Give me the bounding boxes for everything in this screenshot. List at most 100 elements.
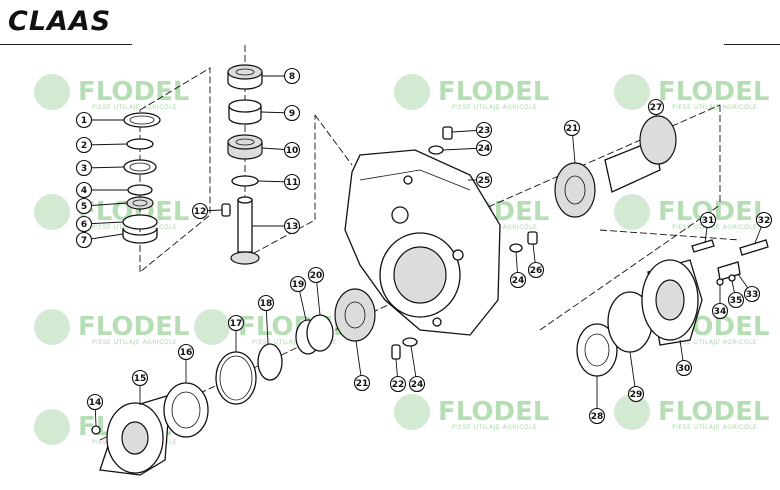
watermark-gear-icon	[614, 74, 650, 110]
callout-circle	[408, 375, 426, 393]
callout-circle	[353, 374, 371, 392]
callout-number: 22	[392, 380, 405, 390]
part-callout: 28	[588, 376, 606, 425]
callout-circle	[75, 181, 93, 199]
part-callout: 34	[711, 285, 729, 320]
ring-part-1	[123, 112, 161, 128]
callout-number: 4	[81, 186, 87, 196]
callout-circle	[699, 211, 717, 229]
callout-number: 30	[678, 364, 691, 374]
part-callout: 24	[408, 345, 426, 393]
callout-circle	[743, 285, 761, 303]
bolt-part-32	[739, 239, 769, 256]
part-callout: 33	[737, 273, 761, 303]
ring-part-11	[231, 175, 259, 187]
washer-part-24-right	[509, 243, 523, 253]
callout-circle	[283, 104, 301, 122]
part-callout: 31	[699, 211, 717, 244]
callout-number: 23	[478, 126, 491, 136]
callout-circle	[191, 202, 209, 220]
part-callout: 23	[451, 121, 493, 139]
callout-number: 31	[702, 216, 715, 226]
callout-circle	[75, 215, 93, 233]
callout-number: 6	[81, 220, 87, 230]
shaft-part-13	[237, 199, 253, 253]
part-callout: 4	[75, 181, 128, 199]
watermark-brand: FLODEL	[438, 77, 549, 107]
callout-number: 7	[81, 236, 87, 246]
callout-circle	[509, 271, 527, 289]
axis-housing-link	[314, 114, 353, 166]
axis-bolts	[599, 229, 741, 241]
callout-number: 28	[591, 412, 604, 422]
watermark-tagline: PIESE UTILAJE AGRICOLE	[672, 339, 757, 346]
bolt-part-14	[91, 425, 101, 435]
part-callout: 19	[289, 275, 307, 321]
watermark-tagline: PIESE UTILAJE AGRICOLE	[252, 339, 337, 346]
callout-number: 3	[81, 164, 87, 174]
watermark-tagline: PIESE UTILAJE AGRICOLE	[672, 424, 757, 431]
part-callout: 17	[227, 314, 245, 352]
callout-number: 2	[81, 141, 87, 151]
callout-number: 21	[356, 379, 369, 389]
callout-circle	[283, 173, 301, 191]
part-callout: 14	[86, 393, 104, 427]
ring-part-3	[123, 159, 157, 175]
watermark-tagline: PIESE UTILAJE AGRICOLE	[452, 104, 537, 111]
callout-number: 18	[260, 299, 273, 309]
left-ring-stack	[122, 112, 161, 244]
axis-shaft-bracket	[244, 115, 316, 259]
part-callout: 25	[468, 171, 493, 189]
callout-number: 12	[194, 207, 207, 217]
callout-circle	[75, 159, 93, 177]
part-callout: 6	[75, 215, 124, 233]
part-callout: 10	[261, 141, 301, 159]
watermark-gear-icon	[34, 409, 70, 445]
callout-circle	[283, 141, 301, 159]
part-callout: 16	[177, 343, 195, 383]
part-callout: 21	[563, 119, 581, 164]
watermark-tagline: PIESE UTILAJE AGRICOLE	[672, 104, 757, 111]
callout-number: 10	[286, 146, 299, 156]
part-callout: 3	[75, 159, 125, 177]
bearing-part-21-rear	[554, 162, 596, 218]
axis-upper-right	[469, 104, 721, 216]
bearing-part-21-front	[334, 288, 376, 342]
plug-part-22	[391, 344, 401, 360]
part-callout: 11	[257, 173, 301, 191]
part-callout: 35	[727, 280, 745, 309]
callout-number: 15	[134, 374, 147, 384]
callout-number: 29	[630, 390, 643, 400]
callout-circle	[283, 217, 301, 235]
callout-number: 34	[714, 307, 727, 317]
part-callout: 24	[509, 251, 527, 289]
part-callout: 15	[131, 369, 149, 405]
callout-circle	[475, 121, 493, 139]
flange-parts	[576, 239, 769, 377]
callout-circle	[675, 359, 693, 377]
callout-circle	[627, 385, 645, 403]
callout-circle	[307, 266, 325, 284]
watermark-brand: FLODEL	[78, 77, 189, 107]
ring-part-6	[122, 214, 158, 230]
callout-circle	[227, 314, 245, 332]
callout-circle	[75, 136, 93, 154]
callout-number: 24	[478, 144, 491, 154]
callout-circle	[389, 375, 407, 393]
plug-part-26	[527, 231, 538, 245]
callout-circle	[711, 302, 729, 320]
claas-logo: CLAAS	[8, 6, 112, 37]
callout-number: 19	[292, 280, 305, 290]
ring-part-20	[306, 314, 334, 352]
part-callout: 27	[647, 98, 665, 116]
callout-number: 11	[286, 178, 299, 188]
callout-circle	[75, 197, 93, 215]
watermark-brand: FLODEL	[658, 397, 769, 427]
watermark-brand: FLODEL	[658, 77, 769, 107]
shaft-stack	[221, 64, 263, 265]
